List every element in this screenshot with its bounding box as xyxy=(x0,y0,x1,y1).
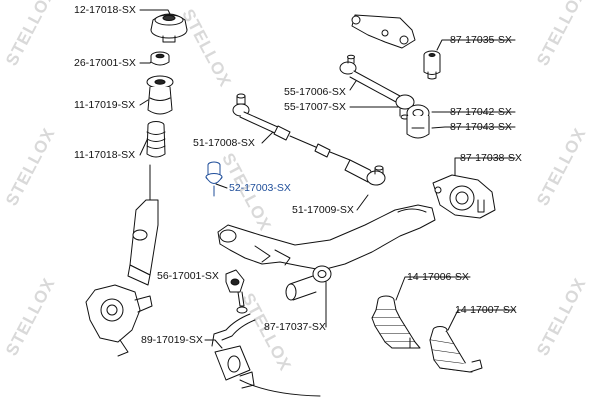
shock-absorber-boot-part[interactable] xyxy=(429,326,483,373)
steering-knuckle xyxy=(85,284,153,357)
part-label[interactable]: 87-17037-SX xyxy=(264,321,326,333)
part-label[interactable]: 87-17035-SX xyxy=(450,34,512,46)
part-label[interactable]: 11-17019-SX xyxy=(74,99,136,111)
shock-absorber xyxy=(127,164,159,286)
strut-bearing-part[interactable] xyxy=(150,51,170,66)
strut-mount-part[interactable] xyxy=(150,13,188,43)
part-label[interactable]: 51-17009-SX xyxy=(292,204,354,216)
part-label[interactable]: 12-17018-SX xyxy=(74,4,136,16)
part-label[interactable]: 87-17038-SX xyxy=(460,152,522,164)
part-label[interactable]: 89-17019-SX xyxy=(141,334,203,346)
part-label[interactable]: 14-17007-SX xyxy=(455,304,517,316)
subframe-bracket xyxy=(351,14,416,49)
part-label[interactable]: 87-17043-SX xyxy=(450,121,512,133)
stabilizer-link-part[interactable] xyxy=(339,54,415,120)
part-label[interactable]: 51-17008-SX xyxy=(193,137,255,149)
bump-stop-part[interactable] xyxy=(146,121,166,158)
lower-control-arm xyxy=(217,204,436,271)
control-arm-front-bushing-part[interactable] xyxy=(285,265,332,301)
stabilizer-bar xyxy=(211,313,321,397)
control-arm-rear-bushing-part[interactable] xyxy=(432,174,496,219)
part-label[interactable]: 87-17042-SX xyxy=(450,106,512,118)
stabilizer-bushing-part[interactable] xyxy=(225,269,248,314)
part-label[interactable]: 14-17006-SX xyxy=(407,271,469,283)
bushing-part[interactable] xyxy=(406,104,430,139)
shock-absorber-boot-part[interactable] xyxy=(371,295,421,349)
ball-joint-part[interactable] xyxy=(205,161,223,197)
part-label[interactable]: 11-17018-SX xyxy=(74,149,136,161)
tie-rod-end-part[interactable] xyxy=(344,159,386,186)
stabilizer-bar-bush-part[interactable] xyxy=(214,345,255,389)
tie-rod-end-part[interactable] xyxy=(232,93,351,161)
part-label[interactable]: 26-17001-SX xyxy=(74,57,136,69)
bump-stop-boot-part[interactable] xyxy=(146,75,174,115)
part-label[interactable]: 55-17007-SX xyxy=(284,101,346,113)
part-label-highlighted[interactable]: 52-17003-SX xyxy=(229,182,291,194)
bushing-part[interactable] xyxy=(423,50,441,80)
part-label[interactable]: 55-17006-SX xyxy=(284,86,346,98)
part-label[interactable]: 56-17001-SX xyxy=(157,270,219,282)
